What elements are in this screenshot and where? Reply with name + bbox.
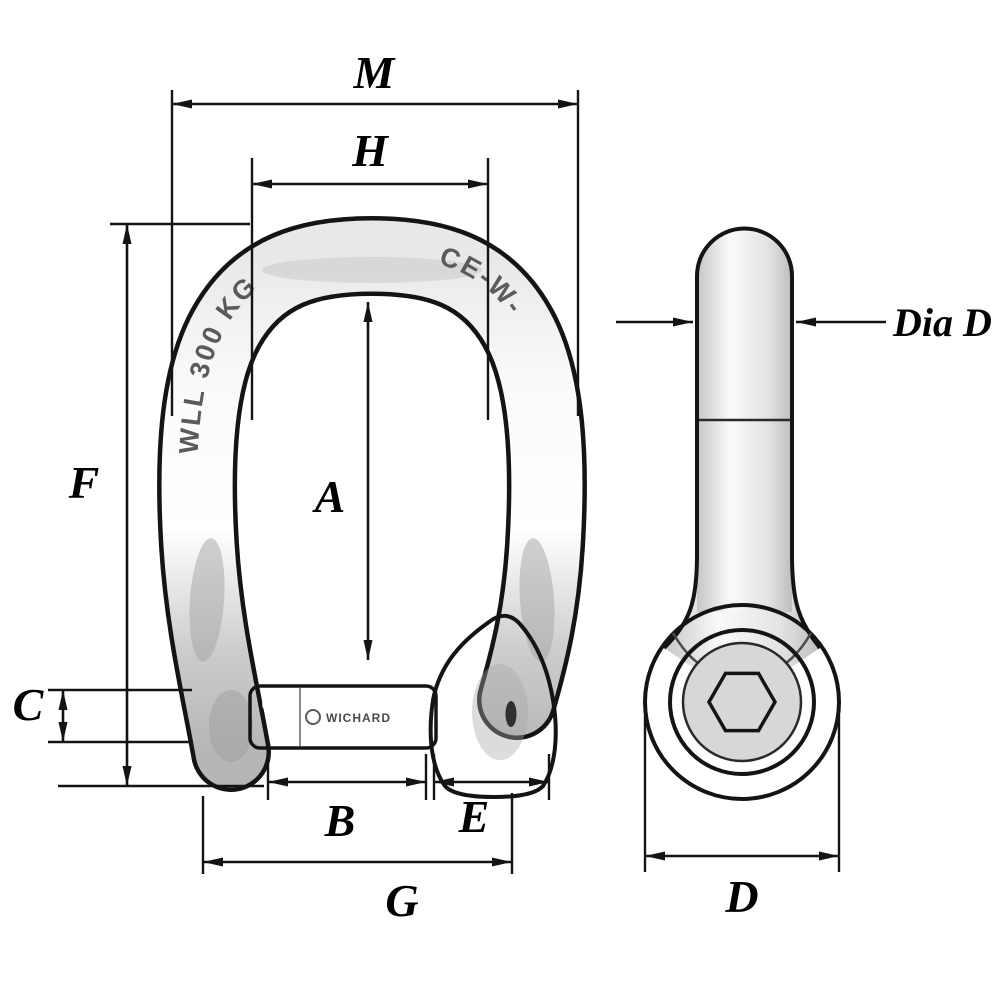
shading-top-arc	[262, 257, 482, 283]
dimension-label-C: C	[13, 679, 45, 730]
dimension-A: A	[312, 302, 373, 660]
bow-metal-band	[161, 220, 583, 788]
shading-right-ear	[472, 664, 528, 760]
pin-body	[248, 684, 438, 750]
dimension-B: B	[266, 754, 428, 846]
dimension-H: H	[250, 125, 490, 420]
pin-brand-marking: WICHARD	[326, 711, 391, 725]
dimension-D: D	[643, 715, 841, 922]
dimension-label-A: A	[312, 471, 346, 522]
shading-right-arm	[519, 538, 555, 662]
dimension-label-E: E	[458, 791, 490, 842]
dimension-label-H: H	[351, 125, 389, 176]
dimension-dia-D: Dia D	[616, 300, 992, 345]
dimension-M: M	[170, 47, 580, 416]
shaft-outline	[695, 226, 794, 560]
dimension-label-F: F	[68, 457, 100, 508]
dimension-G: G	[201, 793, 514, 926]
flare-right	[790, 554, 822, 650]
brand-logo-icon	[305, 709, 321, 725]
dimension-label-dia-D: Dia D	[892, 300, 992, 345]
ear-shape	[428, 613, 558, 800]
hex-socket-icon	[706, 671, 778, 733]
dimension-C: C	[13, 679, 192, 744]
pin-slot	[505, 701, 517, 727]
washer-circle	[681, 641, 803, 763]
dimension-label-D: D	[724, 871, 758, 922]
dimension-F: F	[58, 222, 264, 788]
shading-left-ear	[209, 690, 253, 762]
flare-left	[662, 554, 699, 650]
dimensions: M H A F C B	[13, 47, 992, 926]
eye-outer-circle	[643, 603, 841, 801]
recess-circle	[668, 628, 816, 776]
shading-left-arm	[189, 538, 225, 662]
shackle-pin: WICHARD	[248, 684, 438, 750]
dimension-label-G: G	[385, 875, 418, 926]
dimension-label-B: B	[324, 795, 356, 846]
pin-highlight	[262, 698, 422, 711]
side-view	[643, 226, 841, 801]
front-view: WICHARD WLL 300 KG CE-W-	[157, 215, 587, 800]
pin-head-ear	[428, 613, 558, 800]
dimension-label-M: M	[353, 47, 397, 98]
dimension-E: E	[432, 754, 551, 842]
